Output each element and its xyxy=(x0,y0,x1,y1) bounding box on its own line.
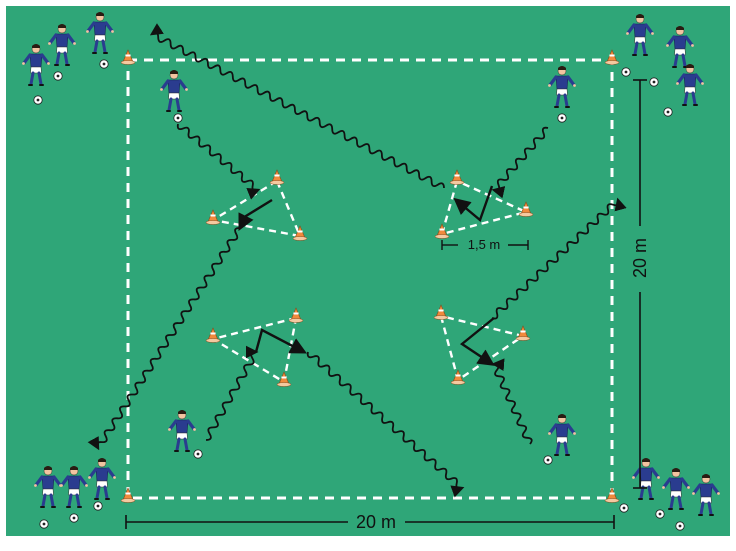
soccer-ball-icon xyxy=(656,510,664,518)
triangle-size-label: 1,5 m xyxy=(468,237,501,252)
height-label: 20 m xyxy=(630,238,650,278)
soccer-ball-icon xyxy=(544,456,552,464)
soccer-ball-icon xyxy=(558,114,566,122)
soccer-ball-icon xyxy=(676,522,684,530)
soccer-ball-icon xyxy=(70,514,78,522)
soccer-ball-icon xyxy=(100,60,108,68)
soccer-ball-icon xyxy=(40,520,48,528)
soccer-ball-icon xyxy=(94,502,102,510)
grass-field xyxy=(6,6,730,536)
soccer-ball-icon xyxy=(664,108,672,116)
soccer-ball-icon xyxy=(34,96,42,104)
soccer-ball-icon xyxy=(650,78,658,86)
soccer-ball-icon xyxy=(174,114,182,122)
soccer-ball-icon xyxy=(54,72,62,80)
soccer-ball-icon xyxy=(194,450,202,458)
width-label: 20 m xyxy=(356,512,396,532)
soccer-ball-icon xyxy=(622,68,630,76)
soccer-ball-icon xyxy=(620,504,628,512)
